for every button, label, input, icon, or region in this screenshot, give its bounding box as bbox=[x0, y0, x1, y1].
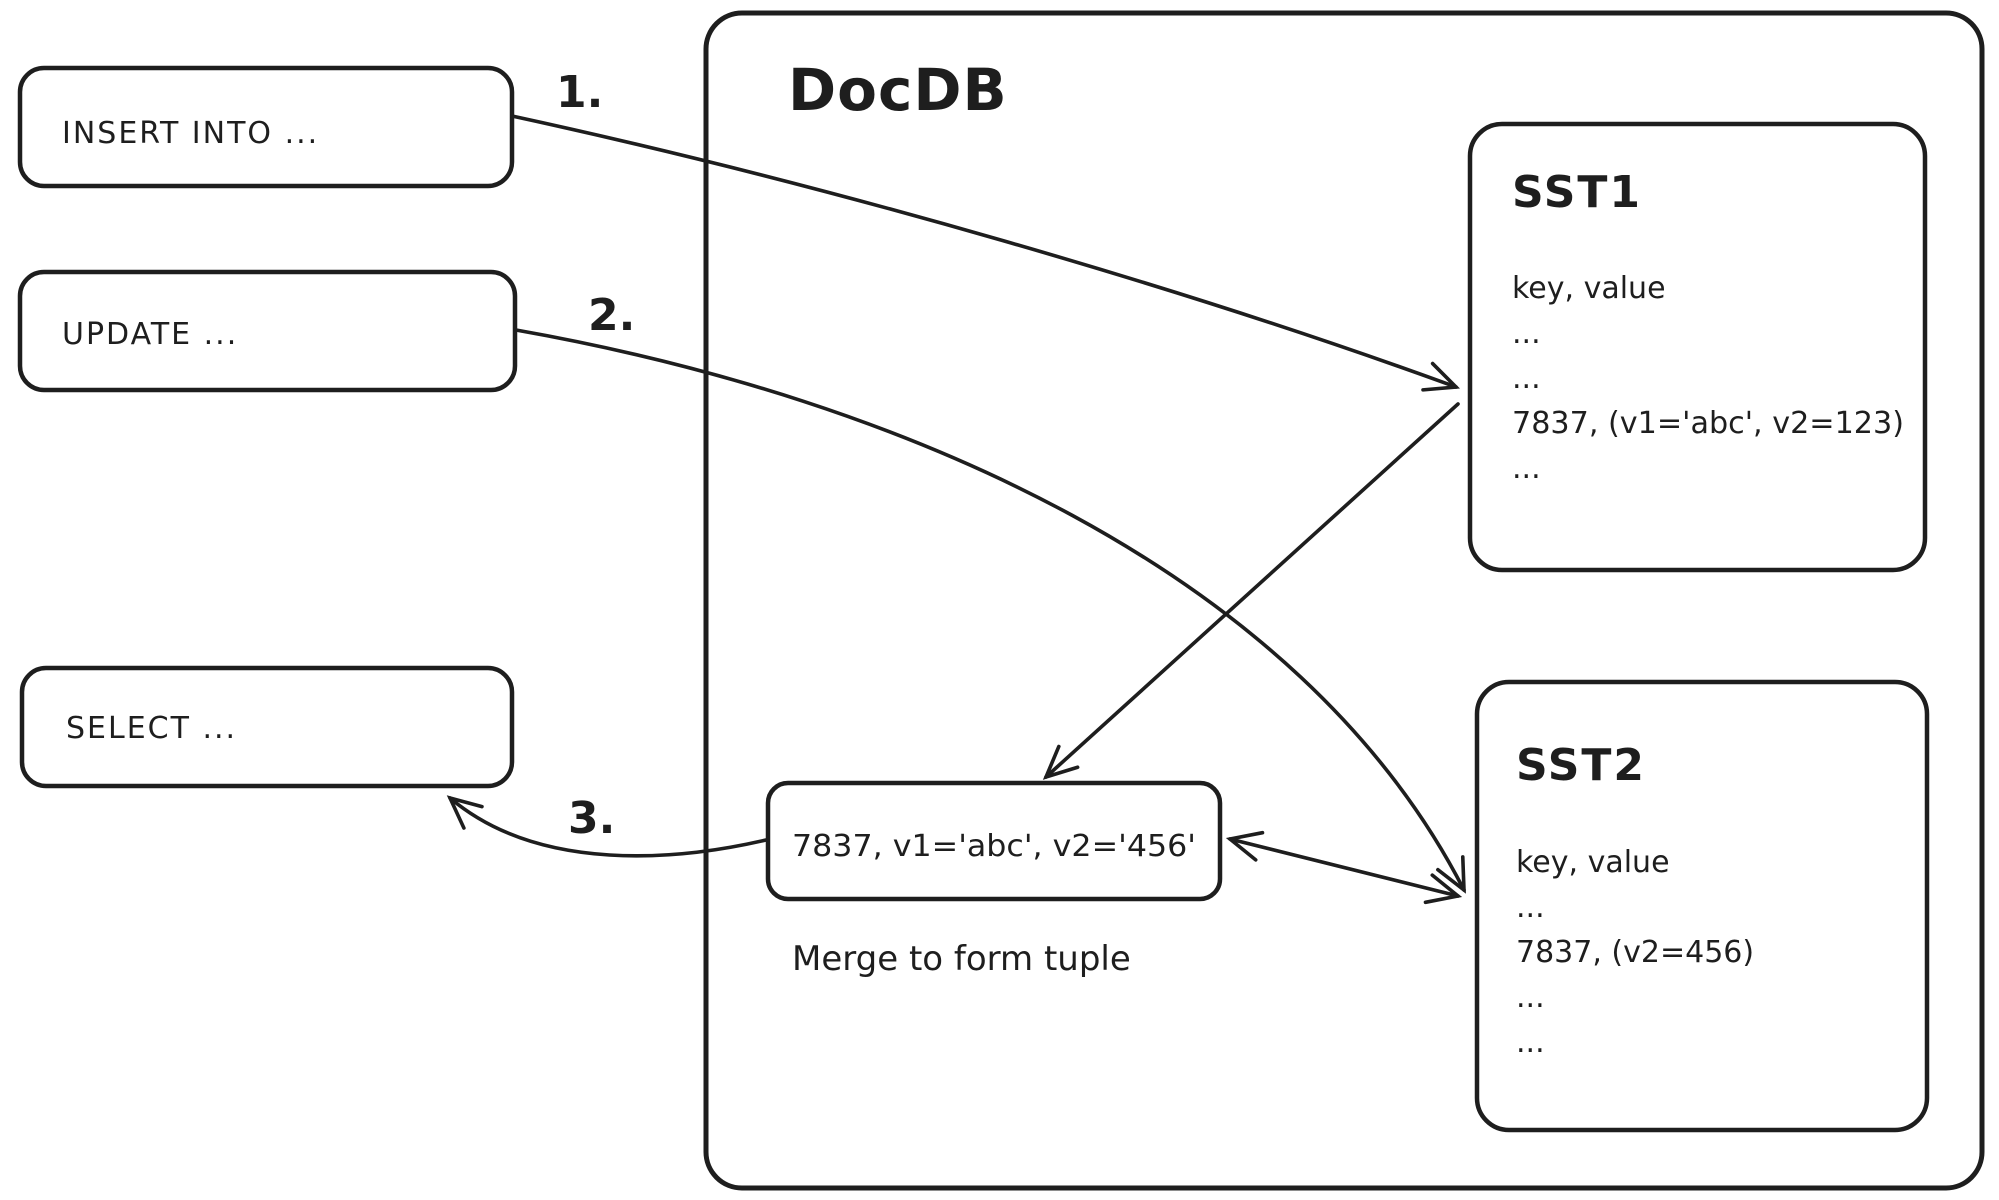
merge-tuple-value: 7837, v1='abc', v2='456' bbox=[792, 829, 1196, 864]
sst1-line: ... bbox=[1512, 361, 1541, 396]
select-query-label: SELECT ... bbox=[66, 711, 237, 746]
sst1-box bbox=[1467, 121, 1928, 573]
merge-tuple-box bbox=[765, 780, 1223, 902]
update-query-label: UPDATE ... bbox=[62, 317, 238, 352]
sst2-line: ... bbox=[1516, 1025, 1545, 1060]
sst2-line: key, value bbox=[1516, 845, 1670, 880]
sst2-title: SST2 bbox=[1516, 740, 1646, 791]
docdb-title: DocDB bbox=[788, 56, 1008, 124]
sst2-line: ... bbox=[1516, 980, 1545, 1015]
sst1-line: ... bbox=[1512, 316, 1541, 351]
insert-query-box bbox=[17, 65, 515, 189]
sst1-line: ... bbox=[1512, 451, 1541, 486]
sst2-line: 7837, (v2=456) bbox=[1516, 935, 1754, 970]
merge-caption: Merge to form tuple bbox=[792, 939, 1131, 979]
arrow-merge-to-select bbox=[446, 795, 768, 858]
step-1-label: 1. bbox=[556, 67, 603, 118]
step-2-label: 2. bbox=[588, 290, 635, 341]
insert-query-label: INSERT INTO ... bbox=[62, 116, 319, 151]
sst2-box bbox=[1474, 679, 1930, 1133]
select-query-box bbox=[19, 665, 515, 789]
arrow-update-to-sst2 bbox=[514, 328, 1466, 894]
arrow-sst1-to-merge bbox=[1042, 402, 1460, 780]
step-3-label: 3. bbox=[568, 793, 615, 844]
arrow-insert-to-sst1 bbox=[510, 114, 1460, 392]
sst2-line: ... bbox=[1516, 890, 1545, 925]
sst1-title: SST1 bbox=[1512, 167, 1642, 218]
sst1-line: 7837, (v1='abc', v2=123) bbox=[1512, 406, 1904, 441]
arrow-merge-sst2-bidirectional bbox=[1225, 830, 1463, 905]
sst1-line: key, value bbox=[1512, 271, 1666, 306]
